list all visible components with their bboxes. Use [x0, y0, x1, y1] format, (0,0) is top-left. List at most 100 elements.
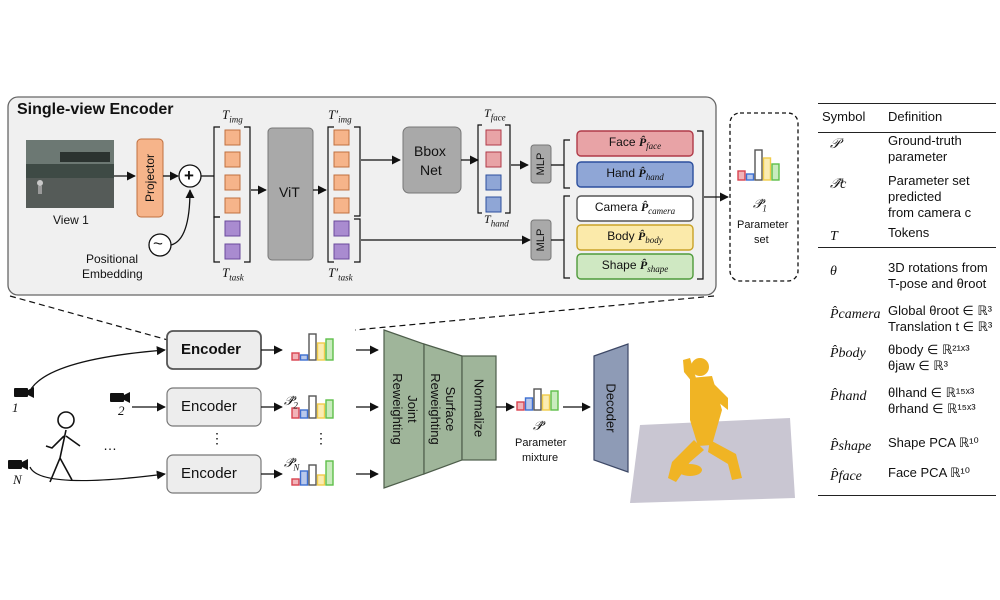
enc2-bar-2: [308, 395, 317, 419]
mixture-bar-1: [524, 397, 534, 411]
mlp-box-1: [530, 144, 552, 184]
legend-symbol-4: P̂camera: [830, 307, 881, 322]
head-symbol: P̂: [637, 228, 646, 243]
encn-bar-0: [291, 478, 300, 486]
decoder-label: Decoder: [603, 383, 619, 433]
set1-bar-3: [762, 157, 772, 181]
bar-ellipsis: ⋮: [314, 430, 328, 446]
enc2-bar-3: [316, 403, 326, 419]
avatar-figure: [668, 358, 742, 482]
person-icon: [45, 411, 81, 483]
task-tokens-prime: [333, 220, 350, 260]
parameter-set-bars: [737, 149, 780, 181]
pipeline-parameter-bars: [291, 333, 559, 486]
view1-image: [26, 140, 114, 208]
camera-dots: …: [103, 437, 117, 453]
encoder-ellipsis: ⋮: [210, 430, 224, 446]
tilde-sign: ~: [153, 234, 163, 253]
mixture-bar-0: [516, 401, 525, 411]
legend-symbol-8: P̂face: [830, 469, 862, 484]
enc2-bar-4: [325, 399, 334, 419]
legend-symbol-7: P̂shape: [830, 439, 872, 454]
mixture-bar-2: [533, 388, 542, 411]
parameter-set-label-2: set: [754, 234, 769, 246]
legend-definition-3-1: T-pose and θroot: [888, 276, 987, 291]
encn-bar-1: [299, 470, 309, 486]
legend-definition-4-1: Translation t ∈ ℝ³: [888, 319, 993, 334]
camera-icon-2: [110, 392, 130, 403]
vit-box: [267, 127, 314, 261]
legend-definition-5-1: θjaw ∈ ℝ³: [888, 358, 948, 373]
t-img-label: Timg: [222, 107, 243, 125]
task-tokens: [224, 220, 241, 260]
head-subscript: shape: [647, 264, 669, 275]
face-hand-tokens: [485, 129, 502, 213]
set1-bar-2: [754, 149, 763, 181]
legend-definition-2-0: Tokens: [888, 225, 930, 240]
camera-icon-1: [14, 387, 34, 398]
vit-label: ViT: [279, 184, 300, 200]
legend-separator: [818, 247, 996, 248]
legend-definition-8-0: Face PCA ℝ¹⁰: [888, 465, 970, 480]
legend-bottom-rule: [818, 495, 996, 496]
positional-embedding-line1: Positional: [86, 252, 139, 266]
head-subscript: hand: [645, 172, 664, 183]
head-box-shape: [576, 253, 694, 280]
head-label-face: Face P̂face: [609, 135, 661, 151]
projector-box: [136, 138, 164, 218]
bbox-net-line1: Bbox: [414, 143, 446, 159]
param-n-symbol: 𝒫̂N: [284, 455, 300, 473]
head-box-face: [576, 130, 694, 157]
legend-symbol-2: T: [830, 229, 838, 244]
joint-reweighting-label: Joint Reweighting: [390, 373, 420, 445]
t-img-prime-label: T′img: [328, 107, 352, 125]
img-tokens-prime: [333, 129, 350, 214]
encoder-2-label: Encoder: [181, 398, 237, 415]
head-label-camera: Camera P̂camera: [595, 200, 675, 216]
img-tokens: [224, 129, 241, 214]
enc1-bar-0: [291, 352, 300, 361]
parameter-set-label-1: Parameter: [737, 219, 789, 231]
head-subscript: camera: [648, 206, 676, 217]
set1-bar-0: [737, 170, 746, 181]
projector-label: Projector: [143, 153, 157, 203]
mlp-1-label: MLP: [535, 152, 547, 176]
encoder-panel-title: Single-view Encoder: [17, 101, 174, 118]
legend-definition-6-0: θlhand ∈ ℝ¹⁵ˣ³: [888, 385, 975, 400]
normalize-label: Normalize: [471, 378, 487, 438]
encn-bar-4: [325, 460, 334, 486]
head-symbol: P̂: [639, 257, 648, 272]
legend-header-symbol: Symbol: [822, 109, 866, 124]
encoder-n-label: Encoder: [181, 465, 237, 482]
legend-symbol-1: 𝒫̂c: [830, 177, 847, 192]
set1-bar-1: [745, 173, 755, 181]
t-task-prime-label: T′task: [328, 265, 353, 283]
enc1-bar-4: [325, 338, 334, 361]
t-hand-label: Thand: [484, 212, 509, 229]
head-name: Body: [607, 228, 638, 243]
head-label-body: Body P̂body: [607, 229, 663, 245]
t-face-label: Tface: [484, 106, 506, 123]
enc1-bar-3: [316, 342, 326, 361]
head-name: Face: [608, 134, 639, 149]
legend-definition-0-1: parameter: [888, 149, 948, 164]
parameter-set-box: [729, 112, 799, 282]
bbox-net-line2: Net: [420, 162, 442, 178]
normalize-block: [461, 355, 497, 461]
mlp-2-label: MLP: [535, 228, 547, 252]
head-label-shape: Shape P̂shape: [602, 258, 668, 274]
head-subscript: body: [645, 235, 663, 246]
legend-symbol-0: 𝒫: [830, 137, 841, 152]
mixture-symbol: 𝒫̂: [533, 418, 543, 433]
set1-bar-4: [771, 163, 780, 181]
mixture-bar-3: [541, 394, 551, 411]
legend-symbol-5: P̂body: [830, 346, 866, 361]
surface-reweighting-label: Surface Reweighting: [428, 373, 458, 445]
parameter-set-symbol: 𝒫̂1: [753, 196, 767, 214]
legend-symbol-6: P̂hand: [830, 389, 867, 404]
legend-definition-6-1: θrhand ∈ ℝ¹⁵ˣ³: [888, 401, 976, 416]
head-symbol: P̂: [640, 199, 649, 214]
enc2-bar-1: [299, 409, 309, 419]
head-box-hand: [576, 161, 694, 188]
